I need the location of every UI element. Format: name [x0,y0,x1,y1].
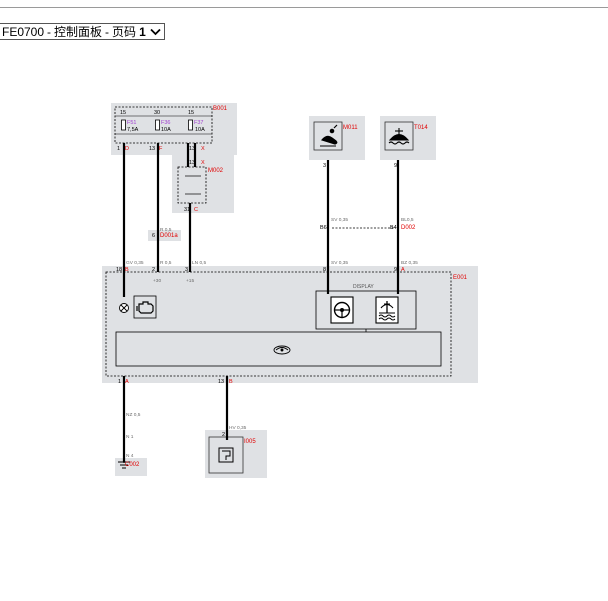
fuse1-name: F51 [127,120,136,126]
wire-label: BL0,5 [401,217,414,223]
pin-number: 13 [218,379,224,385]
pin-letter: F [159,146,163,152]
diagram-title: 控制面板 [54,25,103,39]
display-label: DISPLAY [353,284,374,290]
e001-background [102,266,478,383]
wire-label: N 1 [126,434,134,440]
e001-label: E001 [453,275,468,281]
pin-letter: A [401,267,405,273]
pin-letter: B [125,267,129,273]
page-label: 页码 [112,25,137,39]
coolant-temperature-icon [375,296,399,324]
fuse3-rating: 10A [195,127,205,133]
fuse1-terminal: 15 [120,110,126,116]
pin-number: 1 [118,379,121,385]
wire-label: BZ 0,35 [401,260,418,266]
pin-letter: B [229,379,233,385]
m011-background [309,116,365,160]
wire-label: R 0,5 [160,227,172,233]
signal-label: +15 [186,278,194,284]
wire-label: GV 0,35 [126,260,144,266]
pin-number: 9 [394,267,397,273]
wire-label: N 4 [126,453,134,459]
relay-contact-icon [185,175,201,195]
fusebox-label: B001 [213,106,228,112]
pin-letter: X [201,146,205,152]
pin-number: 2 [222,432,225,438]
t014-background [380,116,436,160]
d002-label: D002 [401,225,416,231]
separator: - [105,24,110,39]
pin-number: 3 [323,163,326,169]
fuse2-rating: 10A [161,127,171,133]
pin-number: 1 [117,146,120,152]
wire-label: SV 0,35 [331,260,348,266]
wire-label: R 0,5 [160,260,172,266]
wire-label: NZ 0,5 [126,412,141,418]
page-number: 1 [139,24,146,39]
fuse3-name: F37 [194,120,203,126]
chevron-down-icon[interactable] [150,28,161,36]
pin-number: 2 [152,267,155,273]
fuse-symbols [121,119,193,131]
signal-label: +30 [153,278,161,284]
wire-label: LN 0,5 [192,260,206,266]
d001a-label: D001a [160,233,178,239]
c002-label: C002 [125,462,140,468]
oil-level-sensor-icon [320,124,338,147]
diagram-code: FE0700 [2,24,45,39]
warning-lamp-icon [119,303,129,313]
pin-letter: X [201,160,205,166]
gauge-icon [273,345,291,355]
fuse2-name: F36 [161,120,170,126]
pin-number: 9 [394,163,397,169]
pin-number: B4 [390,225,397,231]
terminal-dots [123,461,125,463]
pin-letter: D [125,146,129,152]
pin-number: 13 [189,146,195,152]
fuse2-terminal: 30 [154,110,160,116]
wire-label: HV 0,35 [229,425,247,431]
coolant-sensor-icon [388,128,410,145]
pin-number: 31 [184,207,190,213]
pin-number: B6 [320,225,327,231]
i005-label: I005 [244,439,256,445]
fuse3-terminal: 15 [188,110,194,116]
pin-number: 6 [152,233,155,239]
light-sensor-icon [218,447,234,463]
separator: - [47,24,52,39]
fuse1-rating: 7,5A [127,127,139,133]
pin-number: 13 [189,160,195,166]
pin-number: 8 [323,267,326,273]
t014-label: T014 [414,125,428,131]
page-selector[interactable]: FE0700 - 控制面板 - 页码 1 [0,23,165,40]
pin-letter: A [125,379,129,385]
pin-number: 3 [185,267,188,273]
fusebox-background [111,103,237,155]
pin-number: 18 [116,267,122,273]
wire-label: SV 0,35 [331,217,348,223]
steering-wheel-icon [330,296,354,324]
relay-label: M002 [208,168,224,174]
top-divider [0,7,608,8]
m011-label: M011 [343,125,358,131]
pin-letter: C [194,207,198,213]
i005-background [205,430,267,478]
pin-number: 13 [149,146,155,152]
engine-warning-icon [136,301,154,314]
d001a-background [148,230,181,241]
